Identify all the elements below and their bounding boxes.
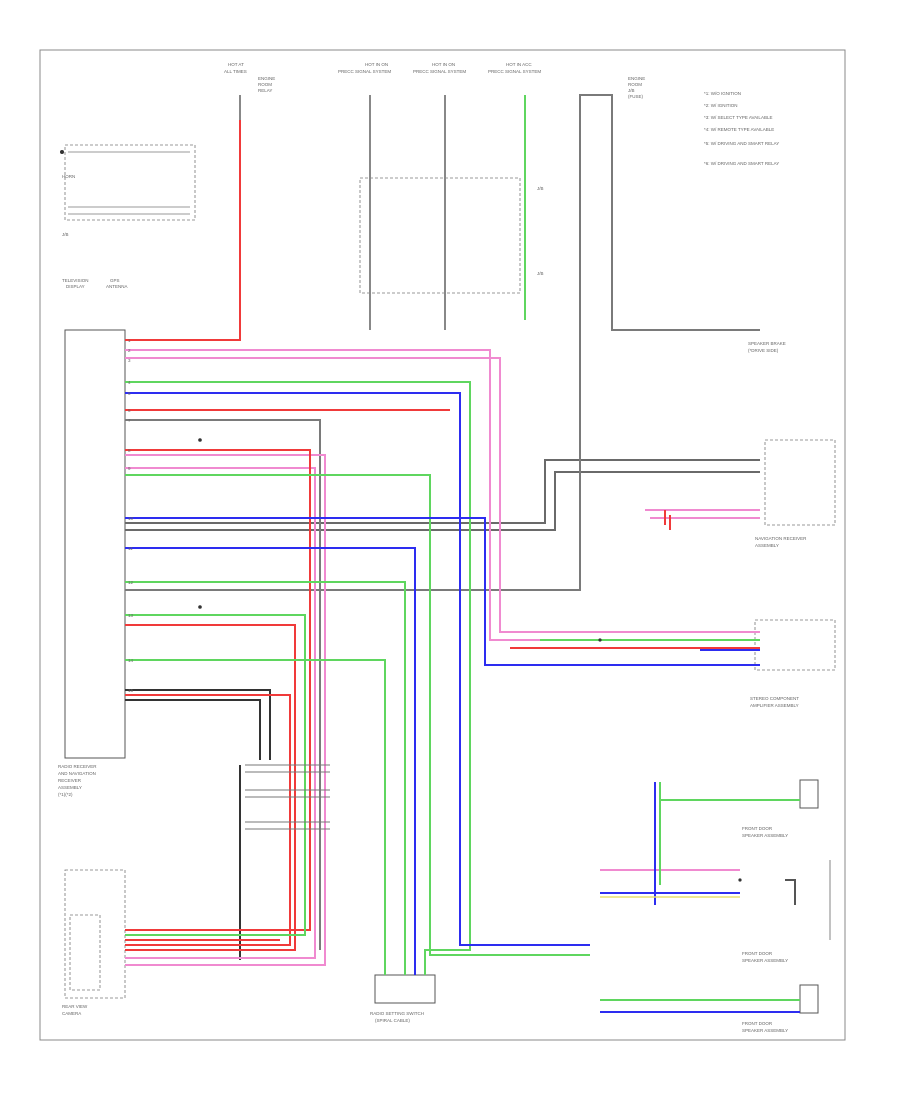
svg-text:8: 8 (128, 448, 131, 453)
bottom-center-connector: RADIO SETTING SWITCH (SPIRAL CABLE) (370, 974, 436, 1023)
bottom-left-unit: REAR VIEW CAMERA (62, 869, 126, 1016)
svg-text:CAMERA: CAMERA (62, 1011, 81, 1016)
svg-text:RADIO SETTING SWITCH: RADIO SETTING SWITCH (370, 1011, 424, 1016)
svg-text:J/B: J/B (537, 186, 544, 191)
svg-text:4: 4 (128, 380, 131, 385)
svg-text:SPEAKER ASSEMBLY: SPEAKER ASSEMBLY (742, 1028, 788, 1033)
legend-item: *3: W/ SELECT TYPE AVAILABLE (704, 115, 772, 120)
svg-text:ENGINE: ENGINE (628, 76, 645, 81)
diagram-frame (39, 49, 846, 1041)
splice-markers (198, 438, 742, 882)
svg-text:SPEAKER ASSEMBLY: SPEAKER ASSEMBLY (742, 833, 788, 838)
svg-text:FRONT DOOR: FRONT DOOR (742, 951, 773, 956)
svg-text:HOT AT: HOT AT (228, 62, 244, 67)
svg-text:HOT IN ON: HOT IN ON (432, 62, 455, 67)
fuse-feed-wires (239, 95, 446, 330)
junction-block-box (359, 177, 521, 294)
svg-text:3: 3 (128, 358, 131, 363)
red-wires (125, 120, 760, 951)
svg-text:PRECC SIGNAL SYSTEM: PRECC SIGNAL SYSTEM (488, 69, 541, 74)
svg-text:1: 1 (128, 338, 131, 343)
legend-item: *4: W/ REMOTE TYPE AVAILABLE (704, 127, 774, 132)
main-ecu: RADIO RECEIVER AND NAVIGATION RECEIVER A… (58, 278, 128, 797)
svg-text:NAVIGATION RECEIVER: NAVIGATION RECEIVER (755, 536, 807, 541)
svg-text:9: 9 (128, 466, 131, 471)
legend-item: *1: W/O IGNITION (704, 91, 741, 96)
svg-text:RADIO RECEIVER: RADIO RECEIVER (58, 764, 97, 769)
gray-black-wires (125, 94, 796, 960)
svg-text:SPEAKER ASSEMBLY: SPEAKER ASSEMBLY (742, 958, 788, 963)
top-fuse-labels: HOT AT ALL TIMES HOT IN ON PRECC SIGNAL … (224, 62, 645, 99)
svg-text:J/B: J/B (628, 88, 635, 93)
svg-text:(SPIRAL CABLE): (SPIRAL CABLE) (375, 1018, 410, 1023)
legend-item: *5: W/ DRIVING AND SMART RELAY (704, 141, 779, 146)
pink-wires (125, 349, 760, 966)
svg-text:PRECC SIGNAL SYSTEM: PRECC SIGNAL SYSTEM (413, 69, 466, 74)
svg-text:10: 10 (128, 516, 134, 521)
green-wires (125, 95, 800, 1001)
svg-text:(*DRIVE SIDE): (*DRIVE SIDE) (748, 348, 779, 353)
svg-text:GPS: GPS (110, 278, 120, 283)
svg-text:AMPLIFIER ASSEMBLY: AMPLIFIER ASSEMBLY (750, 703, 799, 708)
svg-text:J/B: J/B (62, 232, 69, 237)
svg-text:TELEVISION: TELEVISION (62, 278, 89, 283)
svg-text:14: 14 (128, 658, 134, 663)
svg-text:ROOM: ROOM (628, 82, 642, 87)
svg-text:11: 11 (128, 546, 133, 551)
svg-text:PRECC SIGNAL SYSTEM: PRECC SIGNAL SYSTEM (338, 69, 391, 74)
svg-text:(FUSE): (FUSE) (628, 94, 644, 99)
svg-text:7: 7 (128, 418, 131, 423)
svg-text:AND NAVIGATION: AND NAVIGATION (58, 771, 96, 776)
svg-text:HOT IN ACC: HOT IN ACC (506, 62, 532, 67)
svg-text:ASSEMBLY: ASSEMBLY (58, 785, 82, 790)
svg-text:HOT IN ON: HOT IN ON (365, 62, 388, 67)
right-components: NAVIGATION RECEIVER ASSEMBLY STEREO COMP… (742, 341, 836, 1033)
svg-text:STEREO COMPONENT: STEREO COMPONENT (750, 696, 799, 701)
svg-text:RELAY: RELAY (258, 88, 272, 93)
svg-text:ENGINE: ENGINE (258, 76, 275, 81)
pin-labels: 1 2 3 4 5 6 7 8 9 10 11 12 13 14 15 (128, 338, 134, 693)
blue-wires (125, 392, 800, 1013)
legend: *1: W/O IGNITION *2: W/ IGNITION *3: W/ … (704, 91, 779, 166)
connector-grid (245, 764, 330, 830)
svg-text:15: 15 (128, 688, 134, 693)
svg-text:RECEIVER: RECEIVER (58, 778, 82, 783)
svg-text:12: 12 (128, 580, 134, 585)
svg-text:FRONT DOOR: FRONT DOOR (742, 1021, 773, 1026)
svg-text:5: 5 (128, 391, 131, 396)
svg-text:ROOM: ROOM (258, 82, 272, 87)
svg-text:DISPLAY: DISPLAY (66, 284, 85, 289)
top-left-relay: HORN J/B (60, 144, 196, 237)
svg-text:ASSEMBLY: ASSEMBLY (755, 543, 779, 548)
svg-text:ANTENNA: ANTENNA (106, 284, 128, 289)
svg-text:13: 13 (128, 613, 134, 618)
legend-item: *6: W/ DRIVING AND SMART RELAY (704, 161, 779, 166)
svg-text:HORN: HORN (62, 174, 75, 179)
svg-text:J/B: J/B (537, 271, 544, 276)
svg-text:2: 2 (128, 348, 131, 353)
legend-item: *2: W/ IGNITION (704, 103, 738, 108)
svg-text:REAR VIEW: REAR VIEW (62, 1004, 88, 1009)
svg-text:SPEAKER BRAKE: SPEAKER BRAKE (748, 341, 786, 346)
svg-text:ALL TIMES: ALL TIMES (224, 69, 247, 74)
svg-text:FRONT DOOR: FRONT DOOR (742, 826, 773, 831)
svg-text:(*1)(*2): (*1)(*2) (58, 792, 73, 797)
svg-text:6: 6 (128, 408, 131, 413)
